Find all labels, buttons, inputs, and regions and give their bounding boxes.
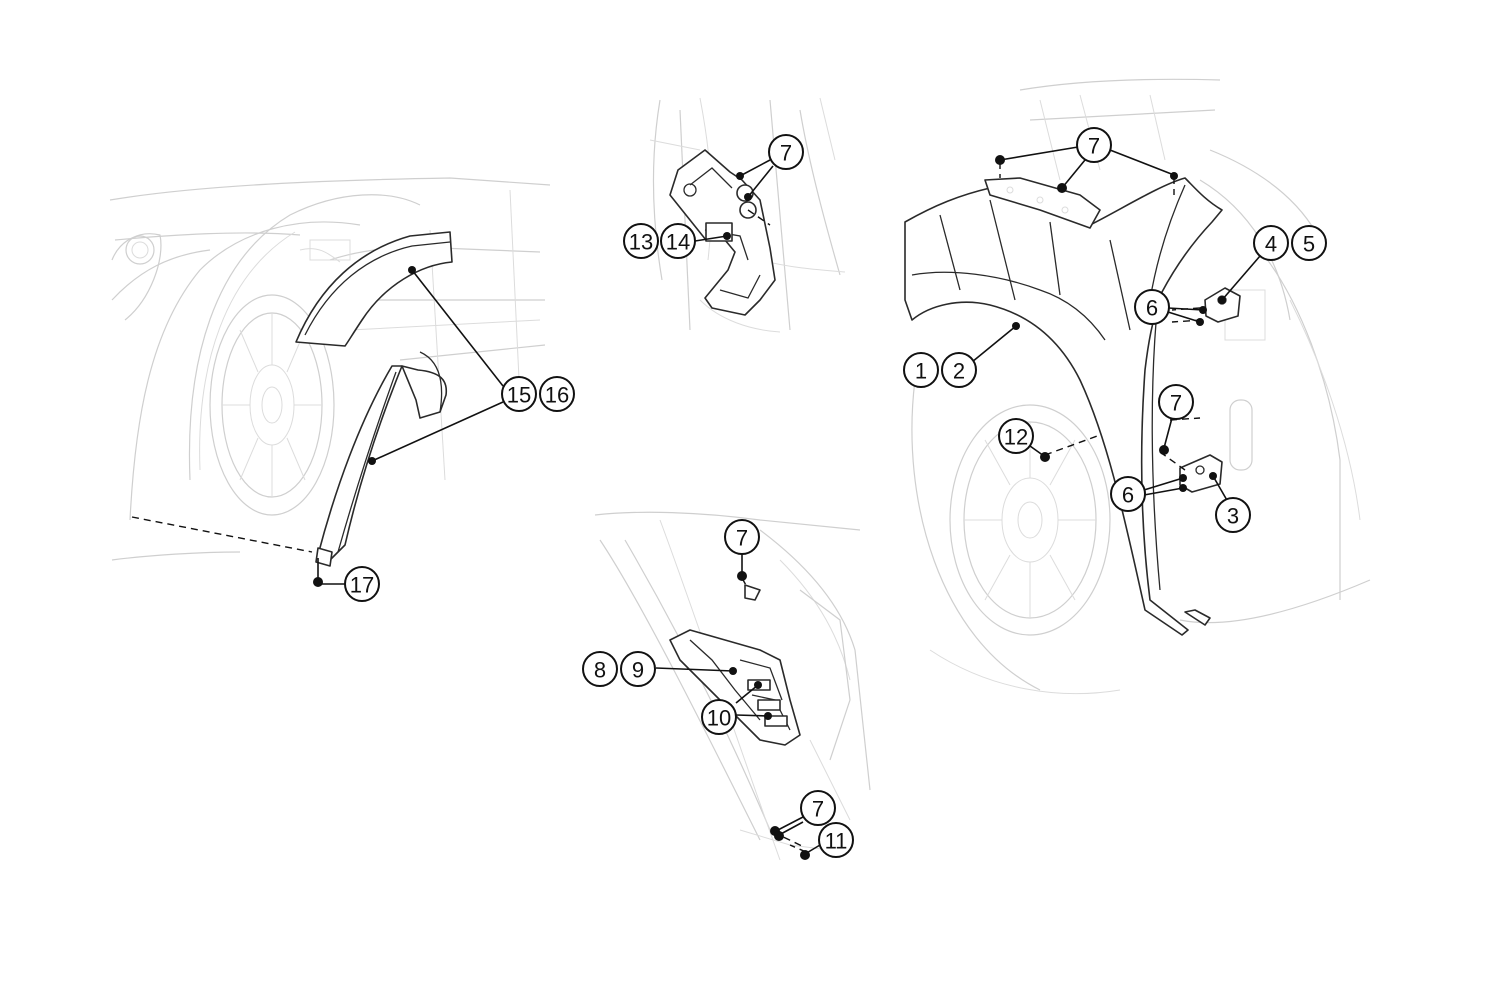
- callout-13: 13: [623, 223, 659, 259]
- callout-8: 8: [582, 651, 618, 687]
- callout-12: 12: [998, 418, 1034, 454]
- callout-9: 9: [620, 651, 656, 687]
- svg-text:14: 14: [666, 230, 690, 255]
- fender-flare-part: [295, 231, 453, 567]
- svg-text:7: 7: [1170, 391, 1182, 416]
- callout-2: 2: [941, 352, 977, 388]
- callout-15: 15: [501, 376, 537, 412]
- svg-text:7: 7: [812, 797, 824, 822]
- callout-7-right-top: 7: [1076, 127, 1112, 163]
- svg-text:7: 7: [736, 526, 748, 551]
- svg-text:7: 7: [780, 141, 792, 166]
- callout-6-lower: 6: [1110, 476, 1146, 512]
- callout-4: 4: [1253, 225, 1289, 261]
- svg-text:5: 5: [1303, 232, 1315, 257]
- svg-text:6: 6: [1122, 483, 1134, 508]
- svg-text:13: 13: [629, 230, 653, 255]
- svg-text:6: 6: [1146, 296, 1158, 321]
- svg-text:12: 12: [1004, 425, 1028, 450]
- callout-6-upper: 6: [1134, 289, 1170, 325]
- callout-7-bottom-small: 7: [800, 790, 836, 826]
- svg-text:8: 8: [594, 658, 606, 683]
- callout-14: 14: [660, 223, 696, 259]
- callout-1: 1: [903, 352, 939, 388]
- callout-17: 17: [344, 566, 380, 602]
- callout-7-top-middle: 7: [768, 134, 804, 170]
- left-view-background: [109, 177, 551, 561]
- svg-text:11: 11: [825, 829, 848, 854]
- callout-11: 11: [818, 822, 854, 858]
- callout-16: 16: [539, 376, 575, 412]
- svg-text:1: 1: [915, 359, 927, 384]
- callout-7-bottom-middle: 7: [724, 519, 760, 555]
- callout-10: 10: [701, 699, 737, 735]
- svg-text:4: 4: [1265, 232, 1277, 257]
- fastener-dots: [313, 155, 1226, 860]
- callout-3: 3: [1215, 497, 1251, 533]
- callout-7-right-mid: 7: [1158, 384, 1194, 420]
- right-view-background: [911, 78, 1371, 695]
- svg-text:3: 3: [1227, 504, 1239, 529]
- svg-text:10: 10: [707, 706, 731, 731]
- svg-text:17: 17: [350, 573, 374, 598]
- svg-text:9: 9: [632, 658, 644, 683]
- svg-text:16: 16: [545, 383, 569, 408]
- svg-text:15: 15: [507, 383, 531, 408]
- callout-5: 5: [1291, 225, 1327, 261]
- svg-text:7: 7: [1088, 134, 1100, 159]
- svg-text:2: 2: [953, 359, 965, 384]
